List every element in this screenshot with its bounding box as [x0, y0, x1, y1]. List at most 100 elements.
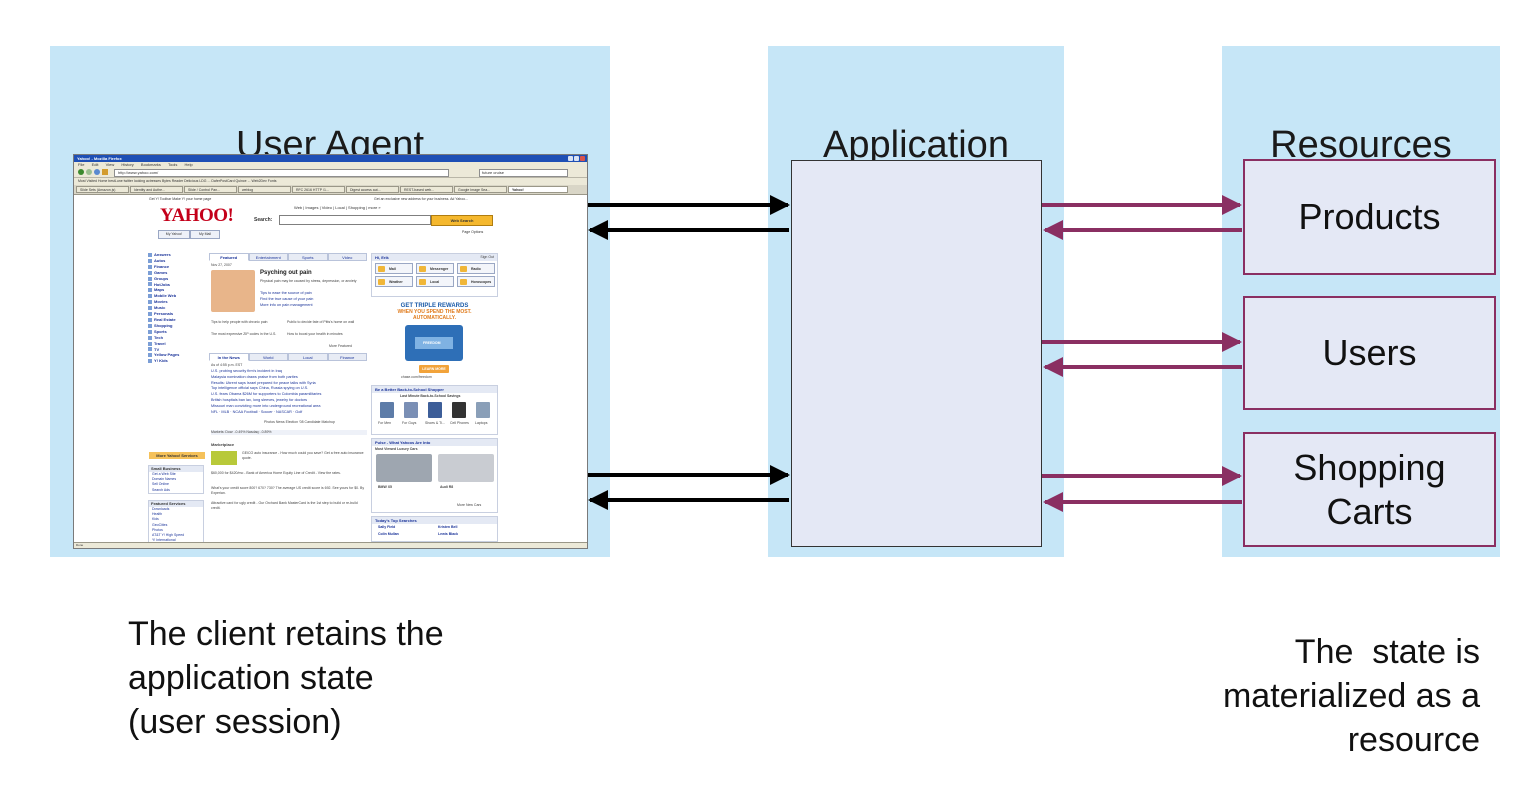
minimize-icon[interactable] — [568, 156, 573, 161]
menu-help[interactable]: Help — [184, 162, 193, 167]
browser-search-field[interactable]: future cruise — [479, 169, 568, 177]
nav-item[interactable]: TV — [148, 347, 204, 353]
browser-tab[interactable]: Digest access aut... — [346, 186, 399, 193]
nav-item[interactable]: Travel — [148, 341, 204, 347]
home-icon[interactable] — [102, 169, 108, 175]
nav-item[interactable]: Autos — [148, 258, 204, 264]
close-icon[interactable] — [580, 156, 585, 161]
shopper-thumb[interactable] — [428, 402, 442, 418]
browser-tab[interactable]: Slide / Control Pan... — [184, 186, 237, 193]
browser-tab[interactable]: Google Image Sea... — [454, 186, 507, 193]
nav-item[interactable]: Answers — [148, 252, 204, 258]
nav-item[interactable]: Sports — [148, 329, 204, 335]
featured-service-link[interactable]: Kids — [152, 517, 159, 522]
browser-tab-active[interactable]: Yahoo! — [508, 186, 568, 193]
yahoo-ad-link[interactable]: Get an exclusive new address for your bu… — [374, 197, 469, 201]
messenger-button[interactable]: Messenger — [416, 263, 454, 274]
nav-item[interactable]: Finance — [148, 264, 204, 270]
shopper-label[interactable]: For Men — [378, 421, 392, 425]
news-item[interactable]: Results: Ukrent says Israel prepared for… — [211, 380, 316, 385]
nav-item[interactable]: Y! Kids — [148, 358, 204, 364]
more-cars-link[interactable]: More New Cars — [457, 503, 482, 507]
nav-item[interactable]: Tech — [148, 335, 204, 341]
freedom-card-ad[interactable]: GET TRIPLE REWARDS WHEN YOU SPEND THE MO… — [371, 301, 498, 383]
tab-in-the-news[interactable]: In the News — [209, 353, 249, 361]
browser-tab[interactable]: RFC 2616 HTTP /1... — [292, 186, 345, 193]
browser-tab[interactable]: Identity and Authe... — [130, 186, 183, 193]
learn-more-button[interactable]: LEARN MORE — [419, 365, 449, 373]
mini-story[interactable]: Tips to help people with chronic pain — [211, 320, 268, 324]
menu-history[interactable]: History — [121, 162, 134, 167]
story-link[interactable]: More info on pain management — [260, 302, 313, 307]
reload-icon[interactable] — [94, 169, 100, 175]
news-item[interactable]: U.S. fears Obama $26M for supporters to … — [211, 392, 322, 397]
address-bar[interactable]: http://www.yahoo.com/ — [114, 169, 449, 177]
shopper-label[interactable]: Laptops — [475, 421, 488, 425]
shopper-label[interactable]: For Guys — [402, 421, 417, 425]
yahoo-logo[interactable]: YAHOO! — [160, 205, 234, 226]
car-name[interactable]: Audi R8 — [440, 485, 454, 489]
menu-view[interactable]: View — [105, 162, 115, 167]
my-yahoo-button[interactable]: My Yahoo! — [158, 230, 190, 239]
market-ad[interactable]: $60,000 for $420/mo - Bank of America Ho… — [211, 471, 341, 475]
nav-item[interactable]: Games — [148, 270, 204, 276]
menu-edit[interactable]: Edit — [91, 162, 99, 167]
car-name[interactable]: BMW X5 — [378, 485, 392, 489]
forward-icon[interactable] — [86, 169, 92, 175]
browser-tab[interactable]: weblog — [238, 186, 291, 193]
featured-photo[interactable] — [211, 270, 255, 312]
shopper-thumb[interactable] — [452, 402, 466, 418]
news-item[interactable]: NFL · MLB · NCAA Football · Soccer · NAS… — [211, 409, 303, 414]
menu-file[interactable]: File — [78, 162, 85, 167]
news-item[interactable]: Top intelligence official says China, Ru… — [211, 386, 309, 391]
horoscopes-button[interactable]: Horoscopes — [457, 276, 495, 287]
small-business-link[interactable]: Get a Web Site — [152, 472, 176, 476]
yahoo-search-input[interactable] — [279, 215, 431, 225]
mini-story[interactable]: How to boost your health in minutes — [287, 332, 343, 336]
top-search-item[interactable]: Lewis Black — [438, 532, 459, 536]
tab-featured[interactable]: Featured — [209, 253, 249, 261]
featured-headline[interactable]: Psyching out pain — [260, 270, 312, 276]
tab-local[interactable]: Local — [288, 353, 328, 361]
yahoo-search-links[interactable]: Web | Images | Video | Local | Shopping … — [294, 205, 381, 210]
radio-button[interactable]: Radio — [457, 263, 495, 274]
news-item[interactable]: U.S. probing security firm's incident in… — [211, 369, 282, 373]
my-mail-button[interactable]: My Mail — [190, 230, 220, 239]
small-business-link[interactable]: Domain Names — [152, 477, 177, 482]
shopper-label[interactable]: Cell Phones — [450, 421, 469, 425]
shopper-thumb[interactable] — [404, 402, 418, 418]
menu-tools[interactable]: Tools — [167, 162, 178, 167]
browser-tab[interactable]: REST-based web... — [400, 186, 453, 193]
featured-service-link[interactable]: Downloads — [152, 507, 170, 511]
news-item[interactable]: British hospitals ban lax, long sleeves,… — [211, 397, 308, 402]
nav-item[interactable]: Movies — [148, 299, 204, 305]
tab-sports[interactable]: Sports — [288, 253, 328, 261]
story-link[interactable]: Find the true cause of your pain — [260, 296, 314, 301]
small-business-link[interactable]: Sell Online — [152, 482, 169, 487]
mini-story[interactable]: The most expensive ZIP codes in the U.S. — [211, 332, 277, 336]
yahoo-top-links[interactable]: Get Y! Toolbar Make Y! your home page — [149, 197, 212, 201]
featured-service-link[interactable]: GeoCities — [152, 522, 168, 527]
car-photo[interactable] — [438, 454, 494, 482]
browser-tab[interactable]: Slide Sets (Amazon.js) — [76, 186, 129, 193]
local-button[interactable]: Local — [416, 276, 454, 287]
tab-entertainment[interactable]: Entertainment — [248, 253, 288, 261]
back-icon[interactable] — [78, 169, 84, 175]
more-services-button[interactable]: More Yahoo! Services — [149, 452, 205, 459]
tab-world[interactable]: World — [248, 353, 288, 361]
story-link[interactable]: Tips to ease the source of pain — [260, 291, 312, 295]
markets-bar[interactable]: Markets: Dow: -0.49% Nasdaq: -0.89% — [211, 430, 367, 435]
shopper-thumb[interactable] — [476, 402, 490, 418]
small-business-link[interactable]: Search Ads — [152, 487, 170, 492]
nav-item[interactable]: Music — [148, 305, 204, 311]
top-search-item[interactable]: Colin Mullan — [378, 532, 399, 536]
maximize-icon[interactable] — [574, 156, 579, 161]
featured-service-link[interactable]: AT&T Y! High Speed — [152, 533, 185, 538]
photos-news-links[interactable]: Photos News Election '08 Candidate Match… — [264, 420, 335, 424]
nav-item[interactable]: Shopping — [148, 323, 204, 329]
menu-bookmarks[interactable]: Bookmarks — [140, 162, 161, 167]
nav-item[interactable]: Personals — [148, 311, 204, 317]
top-search-item[interactable]: Kristen Bell — [438, 525, 458, 529]
bookmarks-toolbar[interactable]: Most Visited Home bestLune twitter looki… — [74, 178, 587, 185]
featured-service-link[interactable]: Y! International — [152, 538, 176, 543]
